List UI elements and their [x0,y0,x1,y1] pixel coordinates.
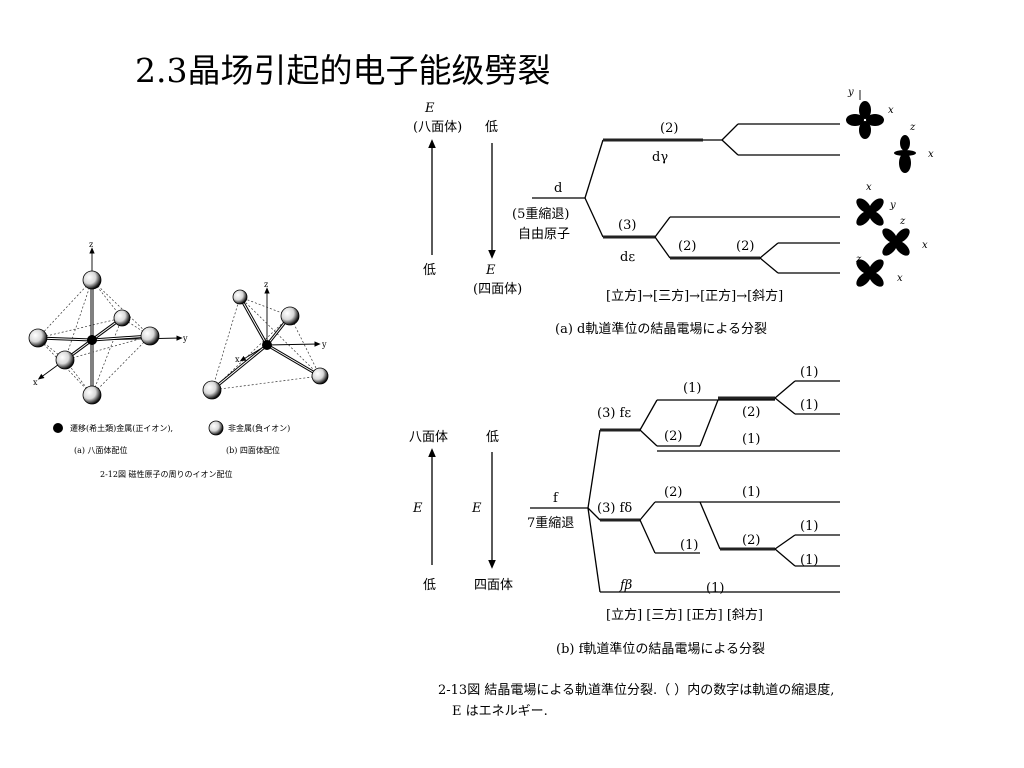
orbital-yz-icon [882,228,910,256]
orbital-z2-icon [894,135,916,173]
f-energy-label-left: E [412,501,423,516]
svg-text:(1): (1) [706,581,724,596]
d-energy-label-top: E [424,101,435,116]
d-tetrahedral-label: (四面体) [473,282,522,297]
page-title: 2.3晶场引起的电子能级劈裂 [135,51,551,90]
svg-text:z: z [855,254,862,265]
svg-text:(1): (1) [683,381,701,396]
f-diagram-caption: (b) f軌道準位の結晶電場による分裂 [556,641,765,657]
metal-ion-icon [53,423,63,433]
svg-text:x: x [888,105,894,116]
axis-x-label: x [33,378,38,387]
figure-2-12-caption: 2-12図 磁性原子の周りのイオン配位 [100,469,233,479]
d-level-splitting-diagram: E (八面体) 低 低 E (四面体) d (5重縮退) 自由原子 (2) dγ… [413,101,840,337]
octahedral-coordination-figure: z y x [28,240,188,405]
f-energy-label-right: E [471,501,482,516]
legend-metal: 遷移(希土類)金属(正イオン), [70,423,173,433]
svg-text:z: z [264,280,268,289]
svg-text:x: x [928,149,934,160]
svg-text:(2): (2) [664,429,682,444]
d-dgamma-degeneracy: (2) [660,121,678,136]
svg-text:(1): (1) [800,553,818,568]
nonmetal-ion-icon [208,420,224,436]
f-fdelta-label: (3) fδ [597,501,632,516]
d-symmetry-sequence: [立方]→[三方]→[正方]→[斜方] [606,288,783,304]
axis-z-label: z [89,240,93,249]
f-octahedral-label: 八面体 [409,430,448,445]
d-free-atom-label: 自由原子 [518,227,570,242]
svg-text:(1): (1) [742,432,760,447]
figure-2-13-caption-line2: E はエネルギー. [452,704,548,719]
svg-text:(2): (2) [742,533,760,548]
svg-text:(2): (2) [742,405,760,420]
d-depsilon-label: dε [620,250,635,265]
d-depsilon-degeneracy: (3) [618,218,636,233]
f-tetrahedral-label: 四面体 [474,578,513,593]
f-degeneracy-label: 7重縮退 [527,515,574,531]
d-low-label-top: 低 [485,120,498,135]
d-octahedral-label: (八面体) [413,120,462,135]
svg-text:z: z [909,122,916,133]
d-energy-label-bottom: E [485,263,496,278]
svg-text:x: x [866,182,872,193]
f-level-splitting-diagram: 八面体 低 E E 低 四面体 f 7重縮退 (3) fε (3) fδ [409,365,840,657]
f-fepsilon-label: (3) fε [597,406,631,421]
svg-text:(2): (2) [664,485,682,500]
svg-text:(1): (1) [800,519,818,534]
f-level-label: f [553,491,559,506]
tetrahedral-coordination-figure: z y x [202,280,329,400]
figure-2-13-caption: 2-13図 結晶電場による軌道準位分裂.（ ）内の数字は軌道の縮退度, [438,682,834,698]
d-dgamma-label: dγ [652,150,668,165]
orbital-x2y2-icon [846,101,884,139]
svg-text:y: y [847,87,854,98]
d-degeneracy-label: (5重縮退) [512,206,569,222]
f-symmetry-sequence: [立方] [三方] [正方] [斜方] [606,607,763,623]
d-split-degeneracy-b: (2) [736,239,754,254]
svg-text:x: x [922,240,928,251]
f-low-label-top: 低 [486,430,499,445]
f-low-label-bottom: 低 [423,578,436,593]
d-low-label-bottom: 低 [423,263,436,278]
d-split-degeneracy-a: (2) [678,239,696,254]
svg-text:(1): (1) [742,485,760,500]
axis-y-label: y [182,334,188,343]
svg-text:(1): (1) [800,365,818,380]
d-level-label: d [554,181,562,196]
svg-text:(1): (1) [680,538,698,553]
legend-nonmetal: 非金属(負イオン) [228,423,290,433]
svg-text:y: y [889,200,896,211]
svg-text:x: x [235,355,240,364]
orbital-xy-icon [856,198,884,226]
orbital-zx-icon [856,259,884,287]
svg-text:x: x [897,273,903,284]
label-tetrahedral: (b) 四面体配位 [226,445,280,455]
svg-text:y: y [321,340,327,349]
d-diagram-caption: (a) d軌道準位の結晶電場による分裂 [555,321,767,337]
svg-text:z: z [899,216,906,227]
label-octahedral: (a) 八面体配位 [74,445,128,455]
f-fbeta-label: fβ [619,578,632,593]
svg-text:(1): (1) [800,398,818,413]
orbital-icons: y x z x x y z x [846,87,934,287]
